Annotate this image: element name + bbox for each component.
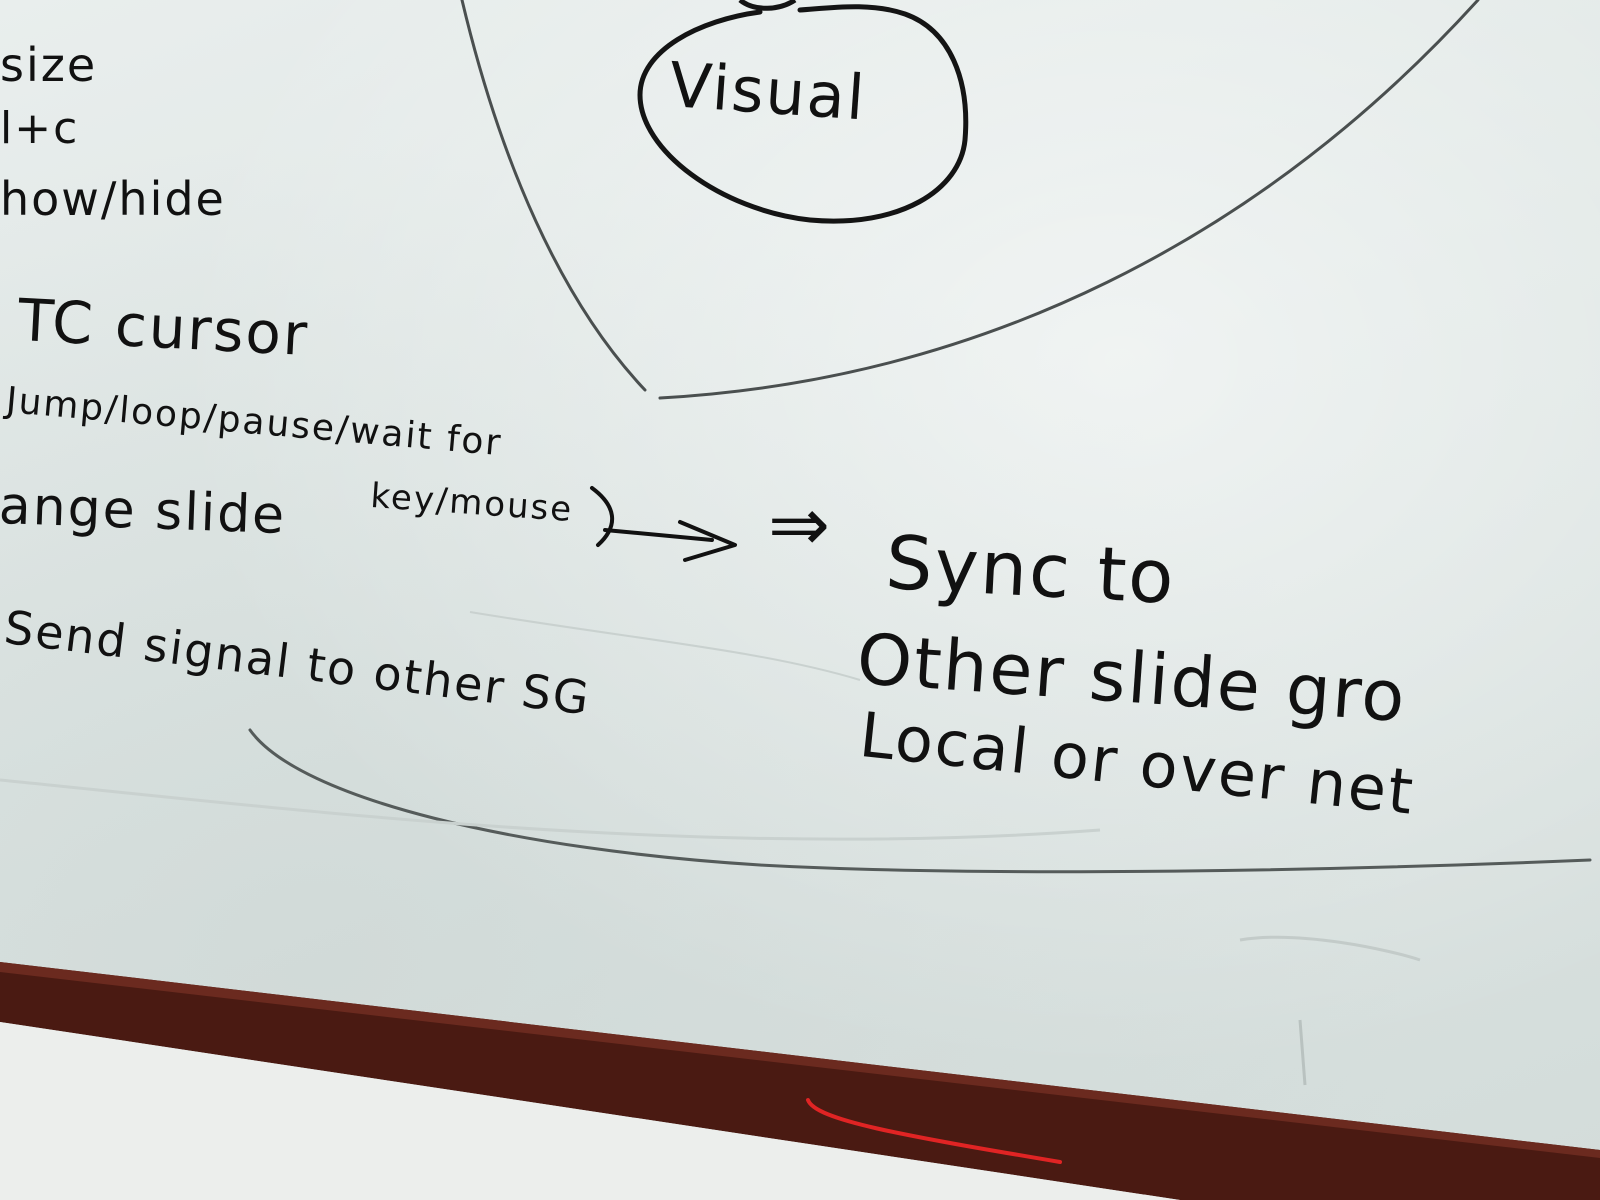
implies-glyph: ⇒ xyxy=(768,482,833,568)
large-bubble-outline-right xyxy=(658,0,1480,400)
arrow-head xyxy=(678,520,737,562)
tray-ledge xyxy=(0,1022,1180,1200)
arrow-line xyxy=(603,528,714,542)
visual-circle xyxy=(637,4,969,224)
note-change-slide: ange slide xyxy=(0,476,288,546)
tray-rail-highlight xyxy=(0,962,1600,1158)
ghost-stroke xyxy=(1239,935,1421,962)
sync-line-1: Sync to xyxy=(883,520,1178,622)
red-marker-mark xyxy=(806,1098,1062,1164)
tray-rail xyxy=(0,962,1600,1200)
ghost-stroke xyxy=(1298,1019,1307,1086)
visual-circle-tail xyxy=(738,0,797,11)
note-size: size xyxy=(0,38,98,92)
arrow-line xyxy=(590,486,615,547)
ghost-stroke xyxy=(0,778,1101,841)
note-show-hide: how/hide xyxy=(0,172,226,226)
note-lc: l+c xyxy=(0,103,80,154)
large-bubble-outline xyxy=(460,0,647,392)
ghost-stroke xyxy=(469,611,861,681)
send-signal-underline xyxy=(248,728,1592,874)
visual-label: Visual xyxy=(666,48,869,135)
